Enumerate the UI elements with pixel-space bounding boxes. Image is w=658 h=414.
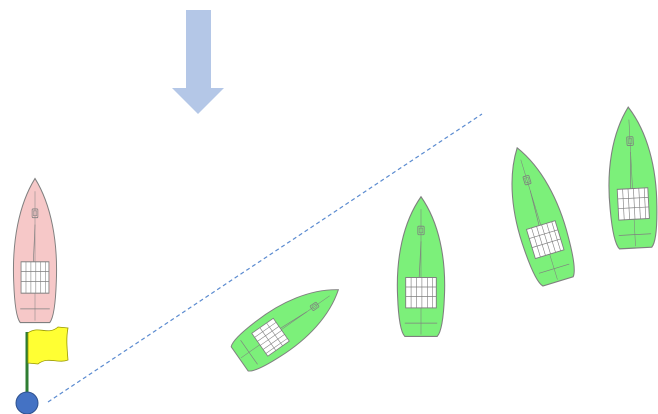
down-arrow-icon (172, 10, 224, 114)
committee-boat (12, 177, 58, 324)
competitor-boat-1 (226, 271, 352, 378)
wind-arrow (172, 10, 224, 114)
sailboat-icon (494, 140, 581, 289)
competitor-boat-3 (494, 140, 581, 289)
competitor-boat-4 (604, 105, 658, 250)
buoy-icon (15, 391, 39, 414)
sailboat-icon (12, 177, 58, 324)
competitor-boat-2 (396, 196, 446, 337)
sailboat-icon (396, 196, 446, 337)
start-line (47, 113, 483, 403)
sailboat-icon (604, 105, 658, 250)
start-flag (25, 326, 69, 396)
sailboat-icon (226, 271, 352, 378)
flag-icon (27, 326, 69, 365)
